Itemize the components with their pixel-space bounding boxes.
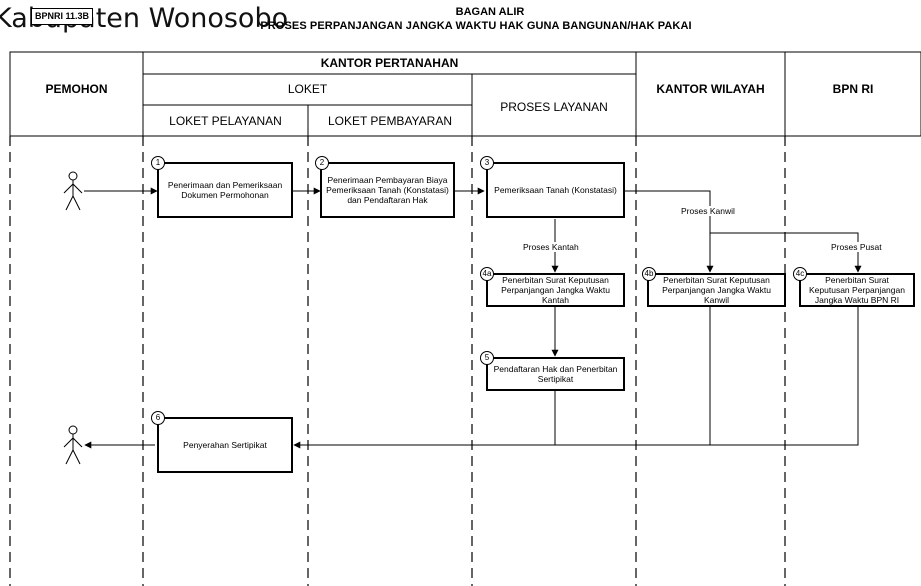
lane-header-loket-pembayaran: LOKET PEMBAYARAN xyxy=(327,114,453,128)
diagram-subtitle: PROSES PERPANJANGAN JANGKA WAKTU HAK GUN… xyxy=(260,20,692,32)
step-2-badge: 2 xyxy=(315,156,329,170)
flow-label-kanwil: Proses Kanwil xyxy=(680,206,736,216)
step-2-box: Penerimaan Pembayaran Biaya Pemeriksaan … xyxy=(320,162,455,218)
lane-header-pemohon: PEMOHON xyxy=(45,82,108,96)
arrow-step3-to-step4b xyxy=(625,190,714,273)
lane-header-loket-pelayanan: LOKET PELAYANAN xyxy=(169,114,282,128)
step-6-badge: 6 xyxy=(151,411,165,425)
step-4c-badge: 4c xyxy=(793,267,807,281)
lane-header-proses-layanan: PROSES LAYANAN xyxy=(500,100,608,114)
step-3-badge: 3 xyxy=(480,156,494,170)
flow-label-kantah: Proses Kantah xyxy=(522,242,580,252)
flow-label-pusat: Proses Pusat xyxy=(830,242,883,252)
step-6-box: Penyerahan Sertipikat xyxy=(157,417,293,473)
step-4c-box: Penerbitan Surat Keputusan Perpanjangan … xyxy=(799,273,915,307)
form-code-badge: BPNRI 11.3B xyxy=(31,8,93,25)
flow-connectors xyxy=(84,187,862,449)
applicant-figure-top-icon xyxy=(63,171,83,211)
swimlane-dividers xyxy=(9,136,786,586)
lane-header-loket: LOKET xyxy=(287,82,328,96)
step-1-box: Penerimaan dan Pemeriksaan Dokumen Permo… xyxy=(157,162,293,218)
step-4b-badge: 4b xyxy=(642,267,656,281)
step-4a-box: Penerbitan Surat Keputusan Perpanjangan … xyxy=(486,273,625,307)
lane-header-kantor-pertanahan: KANTOR PERTANAHAN xyxy=(320,56,459,70)
swimlane-header-table xyxy=(9,51,921,137)
step-5-badge: 5 xyxy=(480,351,494,365)
lane-header-kantor-wilayah: KANTOR WILAYAH xyxy=(656,82,765,96)
diagram-title: BAGAN ALIR xyxy=(455,6,525,18)
step-4a-badge: 4a xyxy=(480,267,494,281)
arrow-to-step4c xyxy=(710,232,862,273)
step-1-badge: 1 xyxy=(151,156,165,170)
step-4b-box: Penerbitan Surat Keputusan Perpanjangan … xyxy=(647,273,786,307)
line-step4c-return xyxy=(710,307,859,446)
lane-header-bpn-ri: BPN RI xyxy=(832,82,874,96)
step-5-box: Pendaftaran Hak dan Penerbitan Sertipika… xyxy=(486,357,625,391)
applicant-figure-bottom-icon xyxy=(63,425,83,465)
step-3-box: Pemeriksaan Tanah (Konstatasi) xyxy=(486,162,625,218)
